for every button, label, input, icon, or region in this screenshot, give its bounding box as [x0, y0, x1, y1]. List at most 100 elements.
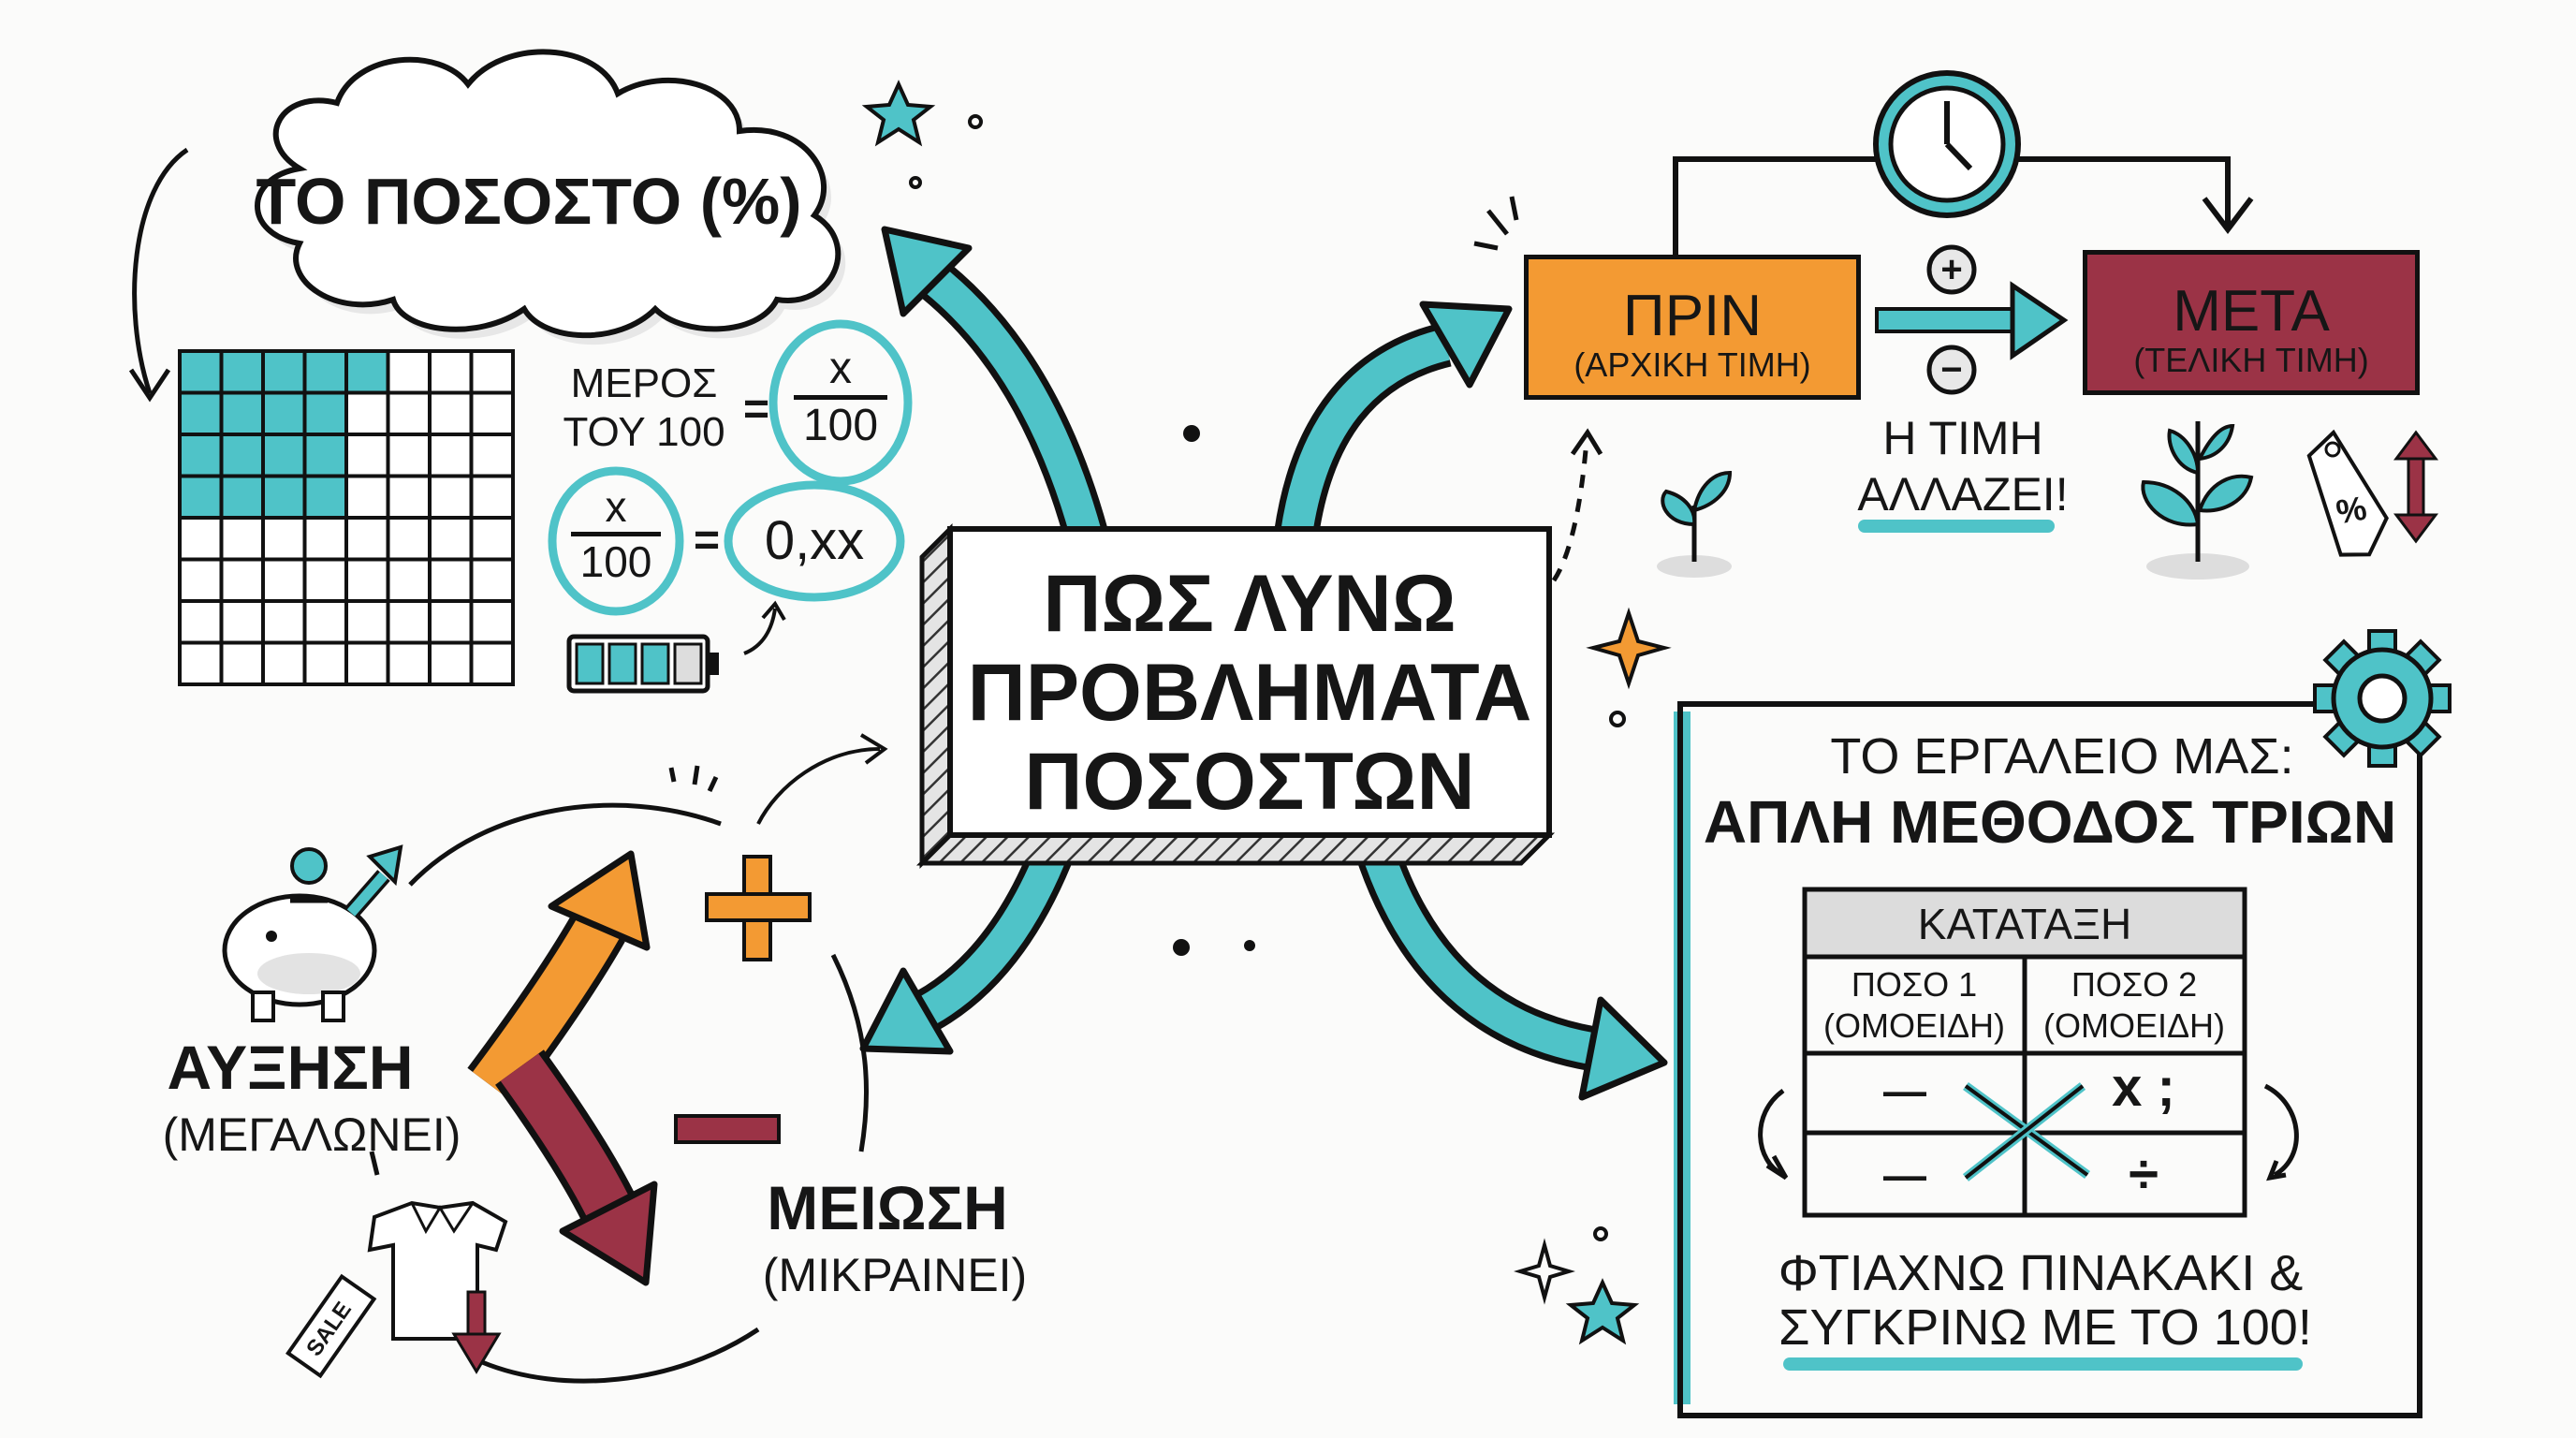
- grid-cell: [428, 474, 474, 520]
- plus-sign-icon: [705, 855, 812, 961]
- cloud-to-grid-arrow: [132, 147, 189, 394]
- grid-cell: [469, 433, 515, 478]
- grid-cell: [428, 349, 474, 395]
- decrease-label: ΜΕΙΩΣΗ: [767, 1173, 1008, 1242]
- arrow-to-definition: [881, 226, 1108, 540]
- tool-box-frame: [1677, 701, 2422, 1418]
- piggy-bank-icon: [222, 847, 377, 1022]
- grid-cell: [469, 599, 515, 645]
- grid-cell: [302, 640, 348, 686]
- grid-cell: [178, 557, 224, 603]
- before-title: ΠΡΙΝ: [1622, 283, 1763, 348]
- grid-cell-filled: [261, 390, 307, 436]
- grid-cell: [219, 599, 265, 645]
- grid-cell-filled: [261, 433, 307, 478]
- cell-blank: —: [1883, 1066, 1926, 1115]
- grid-cell: [469, 390, 515, 436]
- increase-label: ΑΥΞΗΣΗ: [167, 1033, 414, 1102]
- grid-cell: [428, 390, 474, 436]
- sale-tag-icon: [285, 1273, 377, 1379]
- fraction-denominator: 100: [802, 401, 879, 450]
- grid-cell-filled: [178, 349, 224, 395]
- part-label-line2: ΤΟΥ 100: [563, 409, 725, 455]
- after-subtitle: (ΤΕΛΙΚΗ ΤΙΜΗ): [2133, 341, 2369, 380]
- grid-cell-filled: [302, 433, 348, 478]
- after-title: ΜΕΤΑ: [2173, 278, 2330, 344]
- battery-cell: [640, 642, 670, 685]
- plus-label: +: [1940, 249, 1963, 290]
- col2-label: ΠΟΣΟ 2: [2071, 965, 2198, 1004]
- grid-cell-filled: [261, 349, 307, 395]
- fraction: x 100: [571, 485, 661, 583]
- tool-title: ΑΠΛΗ ΜΕΘΟΔΟΣ ΤΡΙΩΝ: [1703, 788, 2397, 856]
- down-arrow-icon: [451, 1290, 502, 1374]
- price-tag-icon: [2306, 429, 2389, 557]
- title-line-2: ΠΡΟΒΛΗΜΑΤΑ: [967, 648, 1532, 738]
- grid-cell: [428, 640, 474, 686]
- grid-cell: [344, 390, 390, 436]
- caption-underline: [1858, 520, 2055, 533]
- footer-line2: ΣΥΓΚΡΙΝΩ ΜΕ ΤΟ 100!: [1778, 1299, 2312, 1356]
- grid-cell: [386, 474, 432, 520]
- cell-divide: ÷: [2129, 1144, 2159, 1205]
- grid-cell: [386, 640, 432, 686]
- grid-cell-filled: [178, 433, 224, 478]
- col1-sub: (ΟΜΟΕΙΔΗ): [1822, 1006, 2006, 1045]
- decimal-circle: [724, 480, 905, 602]
- title-line-1: ΠΩΣ ΛΥΝΩ: [1043, 559, 1456, 649]
- equals-sign: =: [742, 385, 770, 434]
- grid-cell: [178, 516, 224, 562]
- grid-cell: [428, 557, 474, 603]
- grid-cell: [469, 349, 515, 395]
- grid-cell: [469, 640, 515, 686]
- arrow-to-change: [1274, 301, 1513, 537]
- cell-blank: —: [1883, 1151, 1926, 1199]
- grid-cell: [386, 599, 432, 645]
- title-box: [915, 522, 1556, 870]
- col1-label: ΠΟΣΟ 1: [1851, 965, 1978, 1004]
- footer-line1: ΦΤΙΑΧΝΩ ΠΙΝΑΚΑΚΙ &: [1778, 1245, 2304, 1301]
- part-label-line1: ΜΕΡΟΣ: [570, 360, 718, 406]
- grid-cell: [302, 557, 348, 603]
- clock-icon: [1873, 70, 2021, 218]
- battery-cell: [607, 642, 637, 685]
- cloud-title: ΤΟ ΠΟΣΟΣΤΟ (%): [256, 165, 802, 238]
- grid-cell: [344, 474, 390, 520]
- grid-cell-filled: [219, 474, 265, 520]
- battery-icon: [566, 634, 719, 694]
- plus-icon: [1926, 244, 1977, 295]
- grid-cell: [219, 516, 265, 562]
- growth-arrow-icon: [344, 844, 403, 918]
- sprout-icon: [1657, 470, 1733, 578]
- fraction-denominator: 100: [579, 537, 652, 586]
- minus-icon: [1926, 345, 1977, 395]
- sparkle-icon: [1586, 607, 1672, 690]
- caption-line2: ΑΛΛΑΖΕΙ!: [1857, 468, 2069, 521]
- fraction-circle: [768, 319, 913, 486]
- cloud-shape: [255, 49, 846, 345]
- rule-of-three-table: [1802, 887, 2247, 1218]
- grid-cell: [428, 516, 474, 562]
- decrease-sub: (ΜΙΚΡΑΙΝΕΙ): [762, 1249, 1028, 1301]
- star-icon: [861, 80, 936, 147]
- grid-cell: [428, 599, 474, 645]
- grid-cell: [386, 557, 432, 603]
- arrow-to-tool: [1354, 840, 1668, 1101]
- fraction-circle: [548, 466, 684, 616]
- gear-icon: [2313, 629, 2452, 768]
- equals-sign: =: [693, 516, 721, 565]
- arrow-to-increase-decrease: [859, 829, 1079, 1055]
- grid-cell: [178, 640, 224, 686]
- increase-sub: (ΜΕΓΑΛΩΝΕΙ): [162, 1108, 461, 1161]
- grid-cell-filled: [302, 390, 348, 436]
- col2-sub: (ΟΜΟΕΙΔΗ): [2042, 1006, 2226, 1045]
- minus-sign-icon: [674, 1114, 781, 1144]
- battery-cell: [575, 642, 605, 685]
- grid-cell-filled: [302, 349, 348, 395]
- before-subtitle: (ΑΡΧΙΚΗ ΤΙΜΗ): [1573, 345, 1811, 385]
- fraction-bar: [794, 395, 887, 400]
- footer-underline: [1783, 1357, 2303, 1371]
- grid-cell-filled: [261, 474, 307, 520]
- decrease-arrow: [495, 1049, 658, 1286]
